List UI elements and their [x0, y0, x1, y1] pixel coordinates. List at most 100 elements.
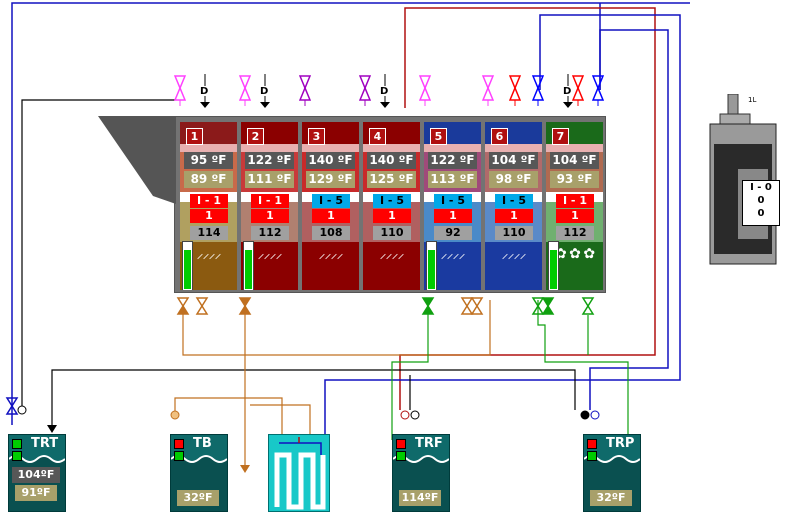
zone-spray-icon: ⸝⸝⸝⸝ — [501, 246, 527, 262]
zone-spray-icon: ⸝⸝⸝⸝ — [379, 246, 405, 262]
top-dump-arrow-icon-2[interactable]: D — [199, 74, 211, 112]
green-pipe-b — [537, 300, 629, 440]
bottom-valve-6 — [531, 297, 555, 315]
tank-label: TB — [193, 436, 212, 451]
dump-label: D — [380, 86, 388, 97]
zone-number: 6 — [491, 128, 508, 145]
tank-label: TRT — [31, 436, 59, 451]
zone-mode: I - 5 — [373, 194, 411, 208]
zone-mode: I - 1 — [556, 194, 594, 208]
zone-temp-actual: 140 ºF — [306, 152, 355, 169]
tank-indicator-top — [174, 439, 184, 449]
top-valve-icon-10[interactable] — [508, 74, 522, 110]
dryer-status-panel[interactable]: I - 0 0 0 — [742, 180, 780, 226]
brown-pipe-a — [182, 300, 491, 356]
zone-temp-setpoint: 113 ºF — [428, 171, 477, 188]
trp-pump-1 — [580, 410, 590, 420]
zone-temp-actual: 140 ºF — [367, 152, 416, 169]
top-dump-arrow-icon-4[interactable]: D — [259, 74, 271, 112]
zone-spray-icon: ⸝⸝⸝⸝ — [440, 246, 466, 262]
zone-6[interactable]: 6 104 ºF 98 ºF I - 5 1 110 ⸝⸝⸝⸝ — [485, 122, 542, 290]
tb-pump — [170, 410, 180, 420]
loading-hopper — [98, 116, 176, 204]
top-valve-icon-9[interactable] — [481, 74, 495, 110]
zone-level-fill — [245, 249, 252, 289]
tank-indicator-top — [587, 439, 597, 449]
zone-5[interactable]: 5 122 ºF 113 ºF I - 5 1 92 ⸝⸝⸝⸝ — [424, 122, 481, 290]
top-valve-icon-14[interactable] — [591, 74, 605, 110]
dump-label: D — [563, 86, 571, 97]
zone-value-2: 110 — [373, 226, 411, 240]
zone-4[interactable]: 4 140 ºF 125 ºF I - 5 1 110 ⸝⸝⸝⸝ — [363, 122, 420, 290]
top-valve-icon-11[interactable] — [531, 74, 545, 110]
washer-machine: 1 95 ºF 89 ºF I - 1 1 114 ⸝⸝⸝⸝ 2 122 ºF … — [174, 116, 606, 293]
tank-indicator-bottom — [174, 451, 184, 461]
dryer-status-line2: 0 — [757, 195, 765, 206]
tank-tb[interactable]: TB 32ºF — [170, 434, 228, 512]
trt-arrow — [47, 425, 57, 433]
bottom-valve-7 — [581, 297, 595, 315]
zone-3[interactable]: 3 140 ºF 129 ºF I - 5 1 108 ⸝⸝⸝⸝ — [302, 122, 359, 290]
brown-pipe-c — [174, 397, 283, 440]
zone-temp-setpoint: 125 ºF — [367, 171, 416, 188]
tank-temp-setpoint: 32ºF — [590, 490, 632, 506]
zone-spray-icon: ✿ ✿ ✿ — [554, 246, 595, 262]
dryer-status-line3: 0 — [757, 208, 765, 219]
zone-level-fill — [550, 249, 557, 289]
tank-trp[interactable]: TRP 32ºF — [583, 434, 641, 512]
zone-1[interactable]: 1 95 ºF 89 ºF I - 1 1 114 ⸝⸝⸝⸝ — [180, 122, 237, 290]
bottom-valve-2 — [195, 297, 209, 315]
top-valve-icon-13[interactable] — [571, 74, 585, 110]
zone-number: 1 — [186, 128, 203, 145]
zone-value-2: 110 — [495, 226, 533, 240]
black-pipe-bottom — [51, 369, 576, 428]
coil-icon — [274, 437, 326, 510]
zone-value-2: 92 — [434, 226, 472, 240]
tank-indicator-top — [12, 439, 22, 449]
black-pipe-left — [21, 99, 175, 412]
dryer-top-label: 1L — [748, 96, 756, 104]
top-valve-icon-6[interactable] — [358, 74, 372, 110]
bottom-valve-1 — [176, 297, 190, 315]
tank-trf[interactable]: TRF 114ºF — [392, 434, 450, 512]
top-valve-icon-3[interactable] — [238, 74, 252, 110]
zone-spray-icon: ⸝⸝⸝⸝ — [257, 246, 283, 262]
zone-temp-setpoint: 129 ºF — [306, 171, 355, 188]
zone-mode: I - 5 — [312, 194, 350, 208]
zone-temp-actual: 122 ºF — [245, 152, 294, 169]
zone-value-2: 114 — [190, 226, 228, 240]
top-valve-icon-1[interactable] — [173, 74, 187, 110]
heat-exchanger[interactable] — [268, 434, 330, 512]
tank-indicator-top — [396, 439, 406, 449]
top-dump-arrow-icon-12[interactable]: D — [562, 74, 574, 112]
zone-level-fill — [184, 249, 191, 289]
dryer-status-line1: I - 0 — [750, 182, 772, 193]
tank-indicator-bottom — [12, 451, 22, 461]
top-dump-arrow-icon-7[interactable]: D — [379, 74, 391, 112]
zone-2[interactable]: 2 122 ºF 111 ºF I - 1 1 112 ⸝⸝⸝⸝ — [241, 122, 298, 290]
zone-number: 2 — [247, 128, 264, 145]
bottom-valve-5 — [460, 297, 484, 315]
zone-mode: I - 5 — [495, 194, 533, 208]
zone-number: 7 — [552, 128, 569, 145]
top-valve-icon-5[interactable] — [298, 74, 312, 110]
zone-temp-setpoint: 93 ºF — [550, 171, 599, 188]
blue-pipe-right — [589, 29, 669, 410]
zone-number: 4 — [369, 128, 386, 145]
zone-level-fill — [428, 249, 435, 289]
zone-number: 5 — [430, 128, 447, 145]
bottom-valve-3 — [238, 297, 252, 315]
blue-pipe-mid — [324, 14, 681, 438]
zone-level-gauge — [548, 241, 559, 290]
top-valve-icon-8[interactable] — [418, 74, 432, 110]
zone-value-2: 112 — [556, 226, 594, 240]
zone-7[interactable]: 7 104 ºF 93 ºF I - 1 1 112 ✿ ✿ ✿ — [546, 122, 603, 290]
trt-pump — [17, 405, 27, 415]
tank-temp-setpoint: 32ºF — [177, 490, 219, 506]
zone-temp-actual: 104 ºF — [489, 152, 538, 169]
zone-value-2: 112 — [251, 226, 289, 240]
green-pipe-a — [391, 310, 429, 440]
zone-spray-icon: ⸝⸝⸝⸝ — [318, 246, 344, 262]
